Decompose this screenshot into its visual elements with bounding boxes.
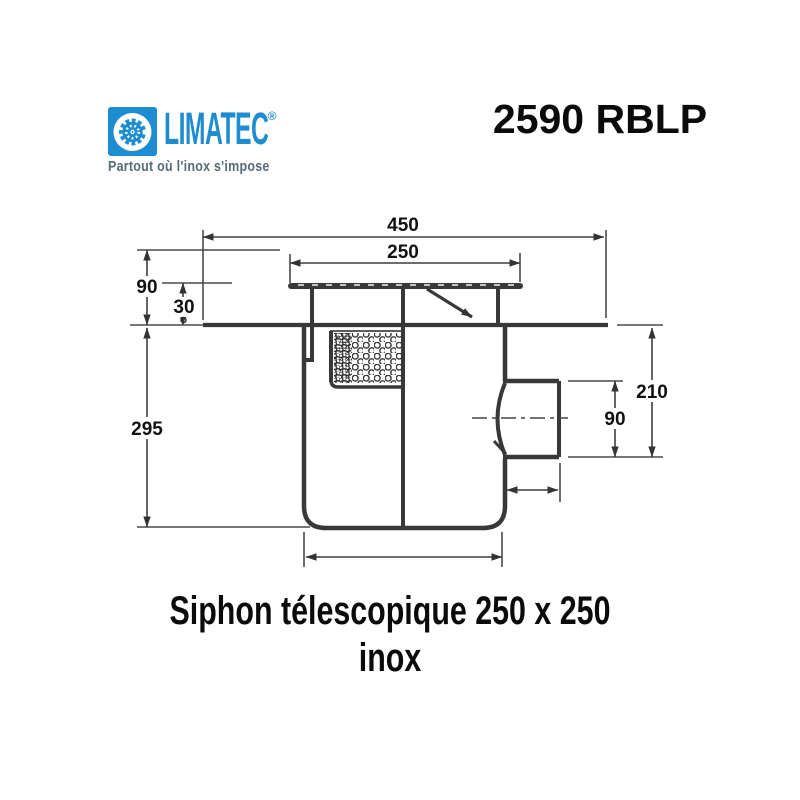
caption-line-1: Siphon télescopique 250 x 250: [169, 589, 611, 633]
dimension-250: 250: [289, 242, 521, 283]
registered-mark: ®: [267, 109, 277, 123]
dimension-450: 450: [202, 215, 607, 320]
brand-tagline: Partout où l'inox s'impose: [108, 159, 270, 175]
technical-drawing: 450 250 90 30 295: [126, 215, 674, 567]
dimension-90-left: 90: [132, 249, 280, 326]
dimension-outlet-projection: [506, 463, 561, 502]
brand-logo: LIMATEC® Partout où l'inox s'impose: [108, 103, 362, 176]
dim-label-90-left: 90: [136, 277, 157, 298]
dimension-295: 295: [126, 327, 310, 528]
dimension-90-outlet: 90: [568, 380, 663, 458]
product-code: 2590 RBLP: [492, 96, 708, 142]
dim-label-30: 30: [173, 297, 194, 318]
caption-line-2: inox: [358, 636, 422, 680]
dimension-210: 210: [630, 327, 674, 458]
cover-plate: [288, 283, 523, 289]
dim-label-450: 450: [387, 215, 419, 236]
perforation-pattern-dense: [334, 333, 351, 383]
dimension-body-width: [303, 532, 503, 567]
flow-arrow: [426, 287, 473, 319]
dim-label-90-outlet: 90: [604, 409, 625, 430]
dim-label-295: 295: [131, 419, 163, 440]
sunburst-rosette-icon: [108, 107, 157, 156]
outlet-pipe: [472, 378, 568, 460]
product-caption: Siphon télescopique 250 x 250 inox: [0, 588, 780, 682]
dim-label-250: 250: [387, 242, 419, 263]
dimension-30: 30: [162, 282, 232, 326]
dim-label-210: 210: [636, 382, 668, 403]
strainer-basket: [329, 330, 402, 389]
brand-name: LIMATEC: [164, 103, 269, 154]
